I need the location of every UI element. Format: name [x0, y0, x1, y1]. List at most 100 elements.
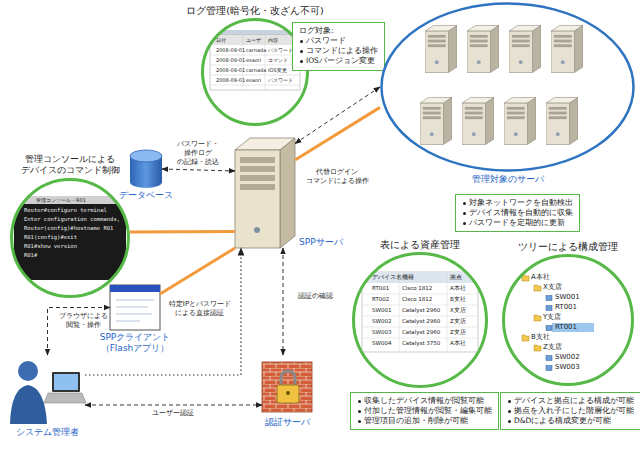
- edge-label: パスワード・操作ログ の記録・読込: [176, 140, 220, 166]
- table-cell: esaori: [246, 58, 261, 63]
- spp-server-node: SPPサーバ: [235, 138, 295, 248]
- administrator-node: システム管理者: [10, 355, 85, 425]
- bullet-item: 対象ネットワークを自動検出: [462, 198, 573, 208]
- edge-label: ユーザー認証: [151, 409, 195, 418]
- table-cell: Catalyst 2960: [402, 330, 440, 336]
- table-cell: SW002: [372, 319, 391, 325]
- bullet-item: デバイスと拠点による構成が可能: [507, 396, 634, 406]
- managed-servers-part: [467, 25, 499, 72]
- node-label: 管理コンソールによる デバイスのコマンド制御: [21, 154, 120, 176]
- tree-item: A本社: [531, 274, 550, 281]
- node-caption: 管理対象のサーバ: [472, 174, 544, 185]
- spp-server-icon: [235, 138, 295, 248]
- window-title: 管理コンソール - R01: [36, 198, 86, 203]
- managed-servers-part: [425, 25, 457, 72]
- managed-servers-part: [420, 97, 452, 144]
- bullet-item: パスワードを定期的に更新: [462, 218, 573, 228]
- managed-servers-part: [509, 25, 541, 72]
- table-cell: 2008-09-01: [216, 48, 245, 53]
- log-table-screenshot-part: [210, 35, 300, 45]
- table-cell: 2008-09-01: [216, 68, 245, 73]
- outline: [504, 256, 633, 385]
- device-icon: [546, 326, 552, 331]
- tree-item: Y支店: [543, 314, 561, 321]
- table-cell: IOS変更: [268, 68, 287, 73]
- bullet-item: D&Dによる構成変更が可能: [507, 416, 634, 426]
- flow-arrow: [162, 169, 235, 171]
- asset-table-screenshot: [362, 272, 478, 352]
- node-caption: 認証サーバ: [265, 417, 310, 428]
- administrator-icon: [10, 361, 86, 424]
- edge-label: 代替ログイン コマンドによる操作: [305, 168, 370, 186]
- database-cylinder-part: [130, 150, 162, 162]
- group-ellipse: [380, 2, 635, 172]
- log-table-screenshot: [210, 30, 300, 90]
- table-cell: Cisco 1812: [402, 286, 432, 292]
- auth-server-icon-part: [277, 385, 299, 403]
- auth-server-node: 認証サーバ: [262, 355, 312, 415]
- node-label: ログ管理(暗号化・改ざん不可): [186, 5, 323, 16]
- managed-servers-part: [504, 97, 536, 144]
- table-cell: Catalyst 3750: [402, 341, 440, 347]
- flow-arrow: [283, 248, 284, 355]
- auth-server-icon-part: [262, 362, 312, 412]
- bullet-item: コマンドによる操作: [299, 46, 378, 56]
- table-header: ユーザ: [246, 38, 261, 43]
- device-icon: [546, 306, 552, 311]
- managed-servers-part: [551, 25, 583, 72]
- console-line: Router(config)#hostname R01: [24, 226, 113, 232]
- log-table-screenshot-part: [210, 35, 300, 90]
- tree-item: RT001: [555, 324, 577, 331]
- edge-label: ブラウザによる 閲覧・操作: [58, 312, 109, 330]
- spp-server-icon-part: [254, 227, 260, 233]
- console-line: R01#show version: [24, 244, 77, 250]
- tree-item: RT001: [555, 304, 577, 311]
- table-cell: B支社: [450, 297, 466, 303]
- administrator-icon-part: [18, 361, 38, 381]
- asset-table-screenshot-part: [362, 272, 478, 283]
- auth-server-icon-part: [286, 391, 290, 395]
- table-cell: Catalyst 2960: [402, 308, 440, 314]
- tree-item: B支社: [531, 334, 550, 341]
- table-cell: RT002: [372, 297, 389, 303]
- managed-servers-part: [546, 97, 578, 144]
- auth-server-icon-part: [281, 371, 295, 385]
- device-icon: [546, 296, 552, 301]
- table-cell: carnada: [246, 48, 266, 53]
- administrator-icon-part: [54, 374, 78, 390]
- outline: [12, 180, 129, 297]
- server-group-ellipse: 管理対象のサーバ: [380, 2, 635, 172]
- node-caption: SPPサーバ: [299, 237, 343, 248]
- flow-arrow: [48, 308, 111, 356]
- console-screenshot-part: [14, 196, 126, 204]
- bullet-item: 拠点を入れ子にした階層化が可能: [507, 406, 634, 416]
- asset-table-screenshot-part: [362, 272, 478, 352]
- device-icon: [546, 366, 552, 371]
- table-header: 機種: [402, 275, 414, 281]
- administrator-icon-part: [52, 372, 80, 392]
- node-caption: 管理コンソールによる デバイスのコマンド制御: [21, 154, 120, 176]
- client-window-icon-part: [116, 300, 154, 321]
- node-caption: データベース: [119, 190, 173, 200]
- flow-arrow: [85, 404, 262, 405]
- log-table-screenshot-part: [210, 35, 300, 90]
- spp-server-icon-part: [235, 150, 280, 248]
- asset-table-screenshot-part: [362, 272, 478, 352]
- table-cell: Z支店: [450, 319, 466, 325]
- tree-item: SW002: [555, 354, 580, 361]
- table-header: デバイス名: [372, 275, 402, 281]
- table-cell: 2008-09-01: [216, 78, 245, 83]
- bullet-item: 収集したデバイス情報が閲覧可能: [357, 396, 492, 406]
- bullet-item: デバイス情報を自動的に収集: [462, 208, 573, 218]
- node-caption: ツリーによる構成管理: [518, 241, 618, 252]
- device-icon: [546, 356, 552, 361]
- node-label: ツリーによる構成管理: [518, 241, 618, 252]
- client-window-icon-part: [110, 285, 160, 330]
- table-cell: SW004: [372, 341, 391, 347]
- tree-selection: [552, 323, 594, 332]
- client-window-icon-part: [110, 285, 160, 292]
- table-header: 内容: [268, 38, 278, 43]
- node-label: SPPクライアント （Flashアプリ）: [100, 332, 171, 354]
- spp-server-icon-part: [240, 157, 275, 163]
